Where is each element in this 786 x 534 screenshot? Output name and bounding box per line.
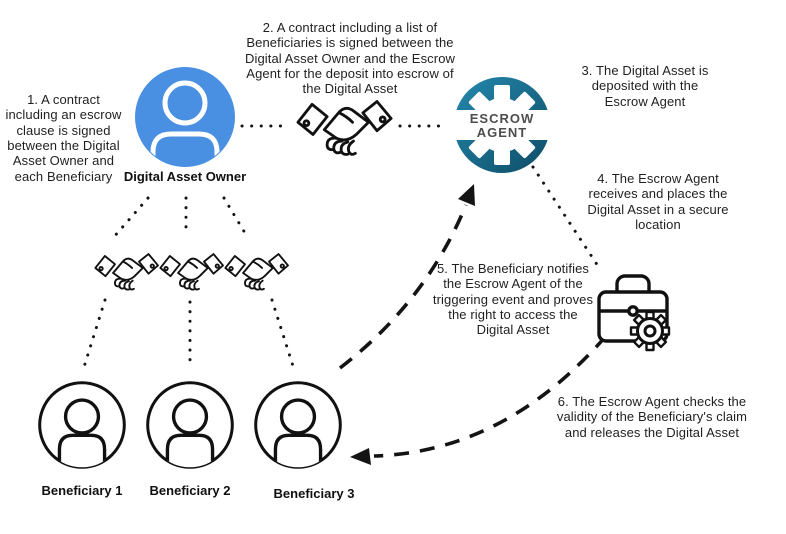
handshake-icon-beneficiary3 bbox=[224, 253, 289, 291]
briefcase-icon bbox=[597, 274, 671, 352]
dotted-line-owner-hs1 bbox=[111, 196, 150, 240]
arrowhead-step6 bbox=[350, 448, 371, 465]
dashed-arrows bbox=[338, 184, 608, 465]
step-5-text: 5. The Beneficiary notifies the Escrow A… bbox=[432, 261, 594, 338]
handshake-icon-beneficiary2 bbox=[159, 253, 224, 291]
dotted-line-hs3-beneficiary3 bbox=[270, 298, 295, 368]
owner-circle bbox=[135, 67, 235, 167]
beneficiary-1-icon bbox=[40, 383, 125, 470]
dashed-arrow-step6 bbox=[373, 334, 608, 458]
owner-label: Digital Asset Owner bbox=[123, 169, 247, 184]
escrow-agent-label-line1: ESCROW bbox=[470, 111, 535, 126]
handshake-icon-owner-agent bbox=[296, 100, 393, 156]
step-3-text: 3. The Digital Asset is deposited with t… bbox=[581, 63, 709, 109]
person-icon bbox=[150, 80, 220, 166]
dotted-line-agent-briefcase bbox=[531, 165, 600, 268]
step-4-text: 4. The Escrow Agent receives and places … bbox=[587, 171, 729, 232]
beneficiary-3-icon bbox=[256, 383, 341, 470]
briefcase-gear-icon bbox=[629, 310, 671, 352]
beneficiary-2-label: Beneficiary 2 bbox=[149, 483, 231, 498]
dotted-line-owner-hs3 bbox=[222, 196, 250, 240]
handshake-icon-beneficiary1 bbox=[94, 253, 159, 291]
escrow-agent-icon: ESCROW AGENT bbox=[452, 77, 552, 173]
dotted-lines bbox=[82, 124, 600, 369]
dashed-arrow-step5 bbox=[338, 204, 468, 370]
step-2-text: 2. A contract including a list of Benefi… bbox=[244, 20, 456, 97]
step-6-text: 6. The Escrow Agent checks the validity … bbox=[556, 394, 748, 440]
step-1-text: 1. A contract including an escrow clause… bbox=[5, 92, 122, 184]
beneficiary-2-icon bbox=[148, 383, 233, 470]
escrow-agent-label-line2: AGENT bbox=[477, 125, 528, 140]
beneficiary-1-label: Beneficiary 1 bbox=[41, 483, 123, 498]
arrowhead-step5 bbox=[458, 184, 475, 206]
beneficiary-3-label: Beneficiary 3 bbox=[273, 486, 355, 501]
agent-label-band bbox=[452, 110, 552, 140]
dotted-line-hs1-beneficiary1 bbox=[82, 298, 107, 369]
digital-asset-owner-icon bbox=[135, 67, 235, 167]
